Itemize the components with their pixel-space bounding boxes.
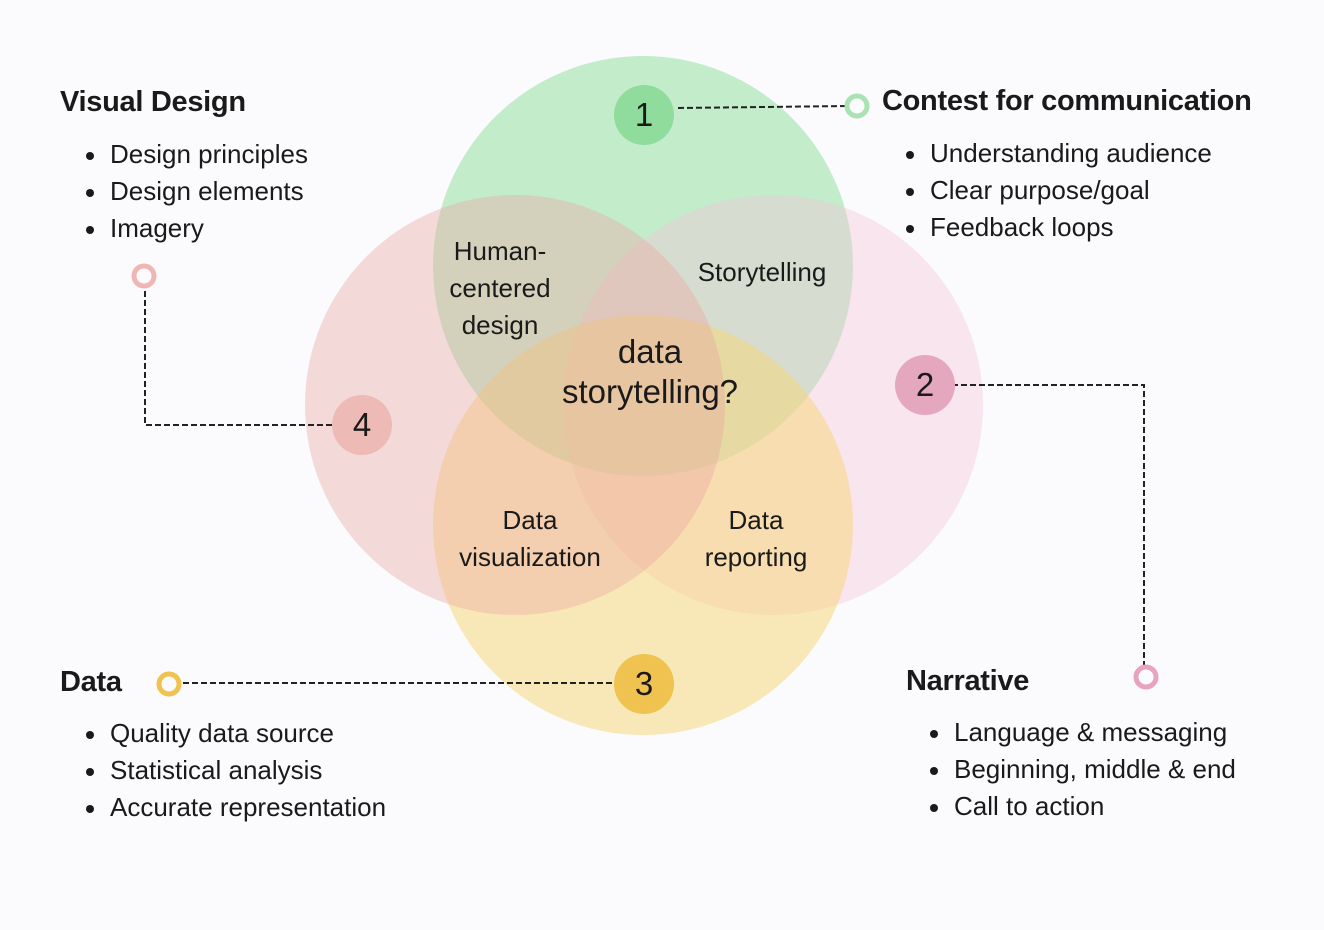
list-item: Clear purpose/goal (904, 172, 1252, 209)
circle-visual-design (305, 195, 725, 615)
section-title-narrative: Narrative (906, 665, 1030, 697)
section-context: Contest for communication Understanding … (882, 85, 1252, 246)
list-item: Language & messaging (928, 714, 1236, 751)
bullet-list: Language & messaging Beginning, middle &… (928, 714, 1236, 825)
endpoint-4 (131, 263, 157, 289)
list-item: Call to action (928, 788, 1236, 825)
list-item: Design principles (84, 136, 308, 173)
connector-2 (952, 384, 1145, 668)
list-item: Quality data source (84, 715, 386, 752)
overlap-label-human-centered-design: Human- centered design (449, 236, 551, 340)
overlap-label-data-visualization: Data visualization (459, 505, 601, 572)
overlap-label-storytelling: Storytelling (697, 257, 827, 287)
badge-3: 3 (614, 654, 674, 714)
connector-4 (144, 285, 332, 426)
list-item: Understanding audience (904, 135, 1252, 172)
section-visual-design: Visual Design Design principles Design e… (60, 86, 308, 247)
list-item: Feedback loops (904, 209, 1252, 246)
badge-4: 4 (332, 395, 392, 455)
list-item: Design elements (84, 173, 308, 210)
bullet-list: Understanding audience Clear purpose/goa… (904, 135, 1252, 246)
section-title-context: Contest for communication (882, 85, 1252, 117)
list-item: Accurate representation (84, 789, 386, 826)
endpoint-2 (1133, 664, 1159, 690)
center-label: data storytelling? (561, 333, 739, 410)
connector-1 (677, 105, 849, 109)
section-title-data: Data (60, 666, 122, 698)
section-data: Data Quality data source Statistical ana… (60, 666, 386, 826)
circle-data (433, 315, 853, 735)
endpoint-1 (844, 93, 870, 119)
badge-1: 1 (614, 85, 674, 145)
list-item: Imagery (84, 210, 308, 247)
section-title-visual-design: Visual Design (60, 86, 246, 118)
list-item: Beginning, middle & end (928, 751, 1236, 788)
badge-2: 2 (895, 355, 955, 415)
list-item: Statistical analysis (84, 752, 386, 789)
bullet-list: Design principles Design elements Imager… (84, 136, 308, 247)
endpoint-3 (156, 671, 182, 697)
bullet-list: Quality data source Statistical analysis… (84, 715, 386, 826)
section-narrative: Narrative Language & messaging Beginning… (906, 665, 1236, 825)
overlap-label-data-reporting: Data reporting (704, 505, 808, 572)
